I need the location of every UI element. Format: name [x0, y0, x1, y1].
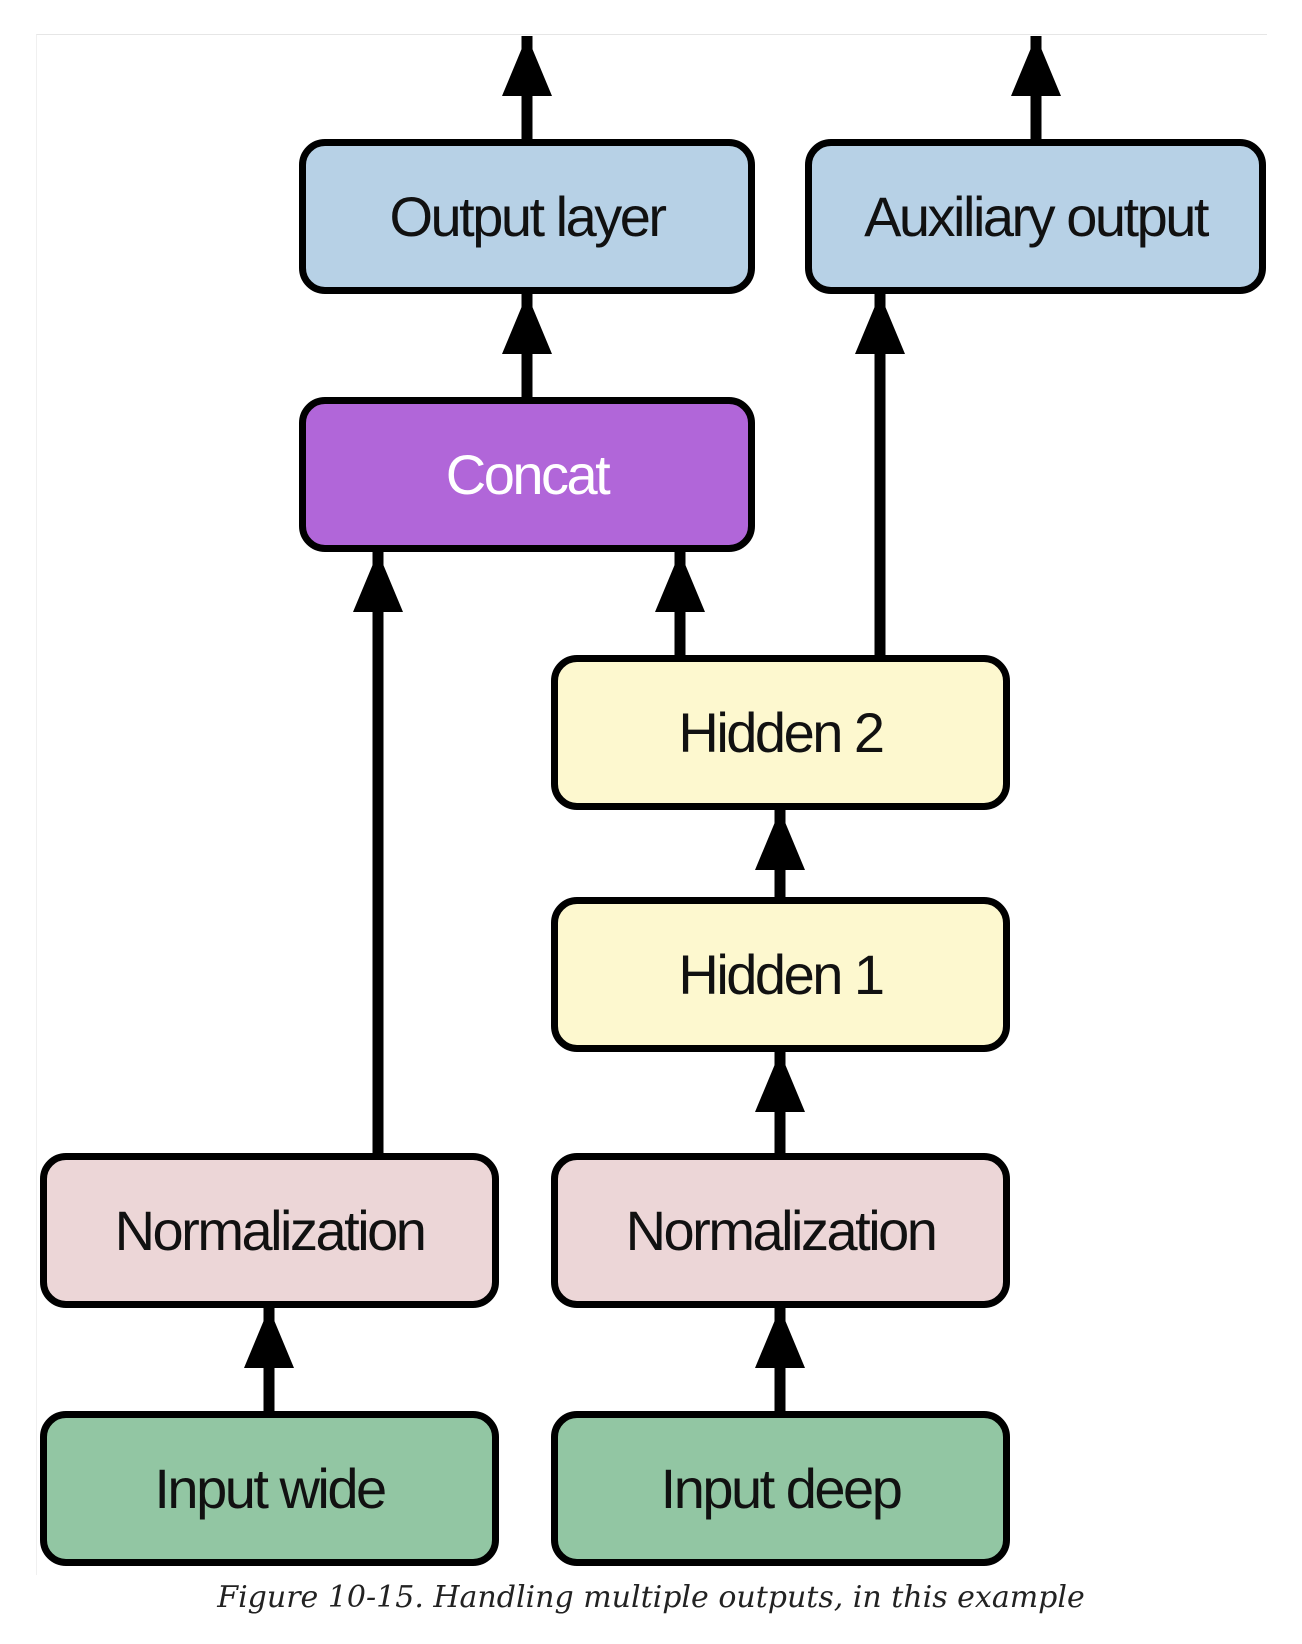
hidden-1-label: Hidden 1 [678, 943, 885, 1006]
concat-node: Concat [299, 397, 755, 552]
normalization-wide-node: Normalization [40, 1153, 499, 1308]
figure-frame [36, 34, 1267, 1575]
auxiliary-output-label: Auxiliary output [864, 185, 1209, 248]
output-layer-label: Output layer [389, 185, 667, 248]
normalization-deep-node: Normalization [551, 1153, 1010, 1308]
hidden-2-label: Hidden 2 [678, 701, 885, 764]
auxiliary-output-node: Auxiliary output [805, 139, 1266, 294]
concat-label: Concat [445, 443, 611, 506]
input-wide-label: Input wide [154, 1457, 387, 1520]
input-deep-node: Input deep [551, 1411, 1010, 1566]
normalization-wide-label: Normalization [114, 1199, 427, 1262]
figure-caption: Figure 10-15. Handling multiple outputs,… [217, 1580, 1085, 1615]
input-deep-label: Input deep [660, 1457, 903, 1520]
hidden-1-node: Hidden 1 [551, 897, 1010, 1052]
input-wide-node: Input wide [40, 1411, 499, 1566]
output-layer-node: Output layer [299, 139, 755, 294]
hidden-2-node: Hidden 2 [551, 655, 1010, 810]
normalization-deep-label: Normalization [625, 1199, 938, 1262]
